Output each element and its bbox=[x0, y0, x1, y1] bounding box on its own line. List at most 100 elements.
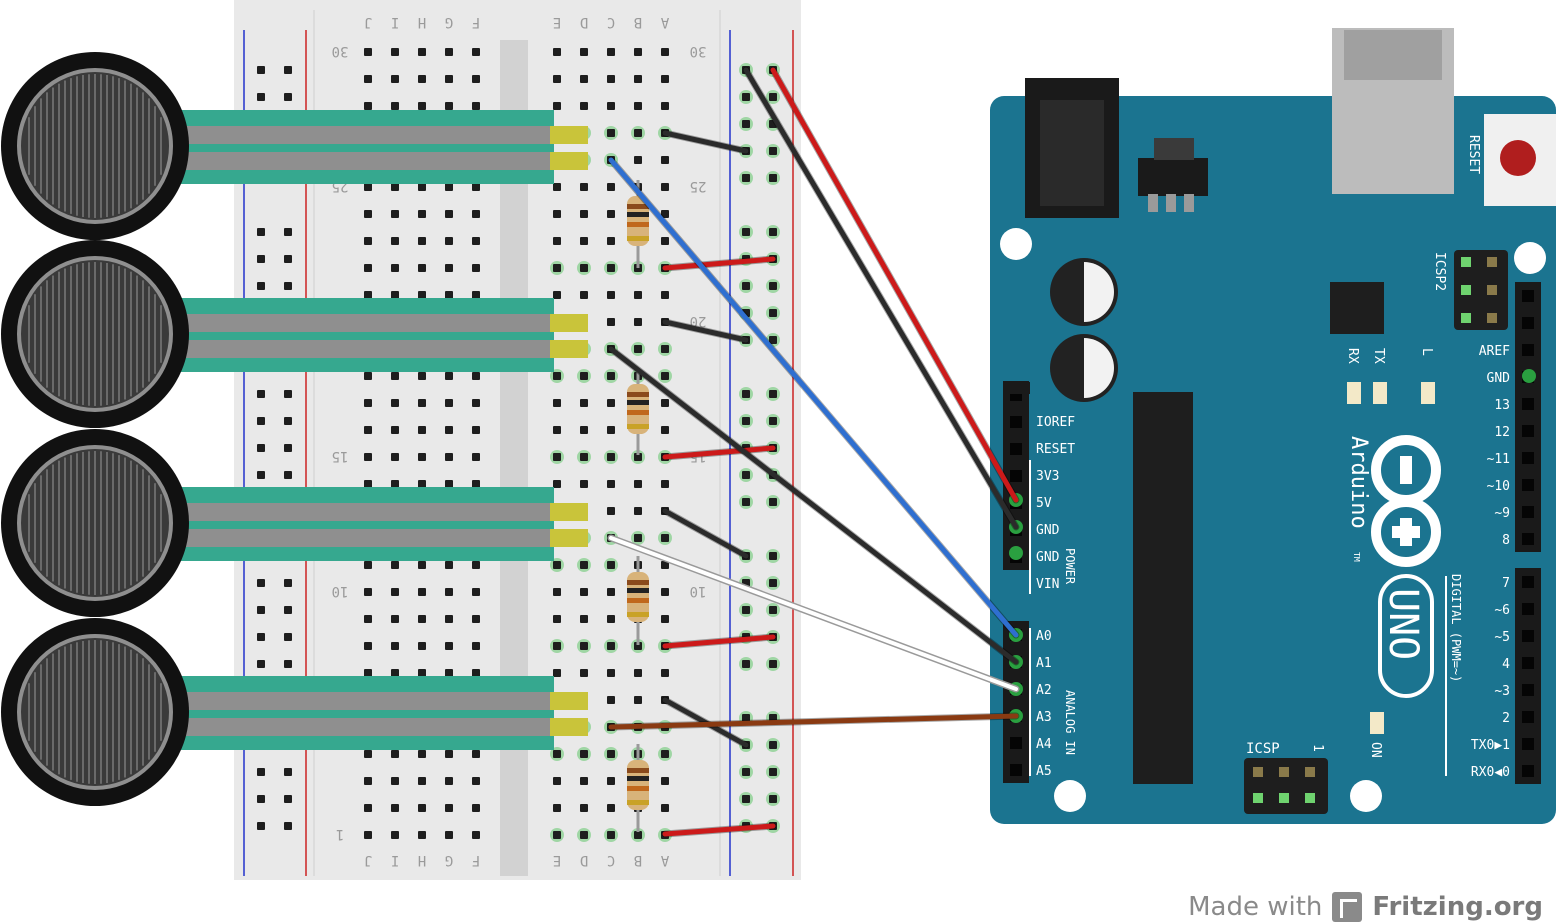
sensor-tail bbox=[170, 298, 554, 372]
sensor-trace bbox=[170, 692, 554, 710]
breadboard-hole bbox=[661, 345, 669, 353]
rail-hole bbox=[769, 552, 777, 560]
breadboard-hole bbox=[472, 615, 480, 623]
rail-hole bbox=[742, 606, 750, 614]
sensor-tail bbox=[170, 110, 554, 184]
rail-hole bbox=[742, 93, 750, 101]
breadboard-hole bbox=[364, 372, 372, 380]
breadboard-hole bbox=[445, 264, 453, 272]
breadboard-column-label: E bbox=[553, 852, 561, 868]
status-led bbox=[1347, 382, 1361, 404]
breadboard-hole bbox=[634, 831, 642, 839]
breadboard-hole bbox=[553, 642, 561, 650]
rail-hole bbox=[742, 795, 750, 803]
rail-hole bbox=[742, 228, 750, 236]
breadboard-hole bbox=[580, 372, 588, 380]
icsp-header bbox=[1244, 758, 1328, 814]
breadboard-column-label: J bbox=[364, 14, 372, 30]
connected-pin bbox=[1009, 546, 1023, 560]
mounting-hole bbox=[1000, 228, 1032, 260]
breadboard-hole bbox=[445, 399, 453, 407]
rail-hole bbox=[284, 606, 292, 614]
breadboard-hole bbox=[634, 480, 642, 488]
breadboard-hole bbox=[445, 453, 453, 461]
resistor-band bbox=[627, 612, 649, 617]
breadboard-hole bbox=[445, 426, 453, 434]
breadboard-hole bbox=[418, 669, 426, 677]
digital-pin-label: 2 bbox=[1502, 711, 1510, 726]
digital-pin-label: ~10 bbox=[1487, 479, 1510, 494]
breadboard-hole bbox=[661, 156, 669, 164]
breadboard-hole bbox=[553, 264, 561, 272]
rail-hole bbox=[257, 660, 265, 668]
breadboard-hole bbox=[580, 480, 588, 488]
wires bbox=[607, 66, 1020, 838]
breadboard-hole bbox=[391, 237, 399, 245]
microcontroller-chip bbox=[1133, 392, 1193, 784]
rail-hole bbox=[284, 579, 292, 587]
breadboard-column-label: A bbox=[660, 852, 669, 868]
breadboard-hole bbox=[364, 291, 372, 299]
sensor-trace bbox=[170, 503, 554, 521]
digital-pin-label: ~3 bbox=[1494, 684, 1510, 699]
breadboard-hole bbox=[661, 48, 669, 56]
force-sensor bbox=[1, 429, 588, 617]
power-led bbox=[1370, 712, 1384, 734]
rail-hole bbox=[257, 390, 265, 398]
breadboard-hole bbox=[634, 453, 642, 461]
breadboard-hole bbox=[445, 480, 453, 488]
digital-pin-label: 13 bbox=[1494, 398, 1510, 413]
breadboard-row-number: 30 bbox=[690, 43, 707, 59]
breadboard-hole bbox=[634, 75, 642, 83]
breadboard-hole bbox=[634, 696, 642, 704]
breadboard-hole bbox=[607, 399, 615, 407]
breadboard-hole bbox=[418, 102, 426, 110]
breadboard-hole bbox=[661, 804, 669, 812]
breadboard-hole bbox=[661, 750, 669, 758]
breadboard-hole bbox=[472, 480, 480, 488]
made-with-text: Made with bbox=[1188, 892, 1323, 922]
rail-hole bbox=[742, 498, 750, 506]
power-pin-label: 5V bbox=[1036, 496, 1052, 511]
rail-hole bbox=[257, 228, 265, 236]
rail-hole bbox=[257, 822, 265, 830]
rail-hole bbox=[769, 228, 777, 236]
breadboard-hole bbox=[607, 291, 615, 299]
breadboard-hole bbox=[418, 183, 426, 191]
rail-hole bbox=[769, 309, 777, 317]
breadboard-hole bbox=[472, 669, 480, 677]
logo-ring bbox=[1371, 497, 1441, 567]
sensor-pin bbox=[550, 529, 588, 547]
mounting-hole bbox=[1514, 242, 1546, 274]
breadboard-hole bbox=[607, 426, 615, 434]
breadboard-hole bbox=[418, 237, 426, 245]
voltage-regulator bbox=[1138, 158, 1208, 196]
sensor-tail bbox=[170, 487, 554, 561]
breadboard-hole bbox=[445, 102, 453, 110]
breadboard-hole bbox=[445, 75, 453, 83]
power-pin-label: GND bbox=[1036, 550, 1060, 565]
on-label: ON bbox=[1368, 742, 1383, 758]
analog-pin-label: A0 bbox=[1036, 629, 1052, 644]
digital-pin-label: TX0▶1 bbox=[1471, 738, 1510, 753]
breadboard-hole bbox=[472, 210, 480, 218]
breadboard-hole bbox=[607, 804, 615, 812]
breadboard-hole bbox=[472, 183, 480, 191]
rail-hole bbox=[742, 282, 750, 290]
breadboard-hole bbox=[580, 426, 588, 434]
breadboard-hole bbox=[553, 669, 561, 677]
header-socket bbox=[1522, 630, 1534, 642]
breadboard-hole bbox=[472, 804, 480, 812]
breadboard-hole bbox=[418, 453, 426, 461]
breadboard-hole bbox=[445, 372, 453, 380]
sensor-trace bbox=[170, 529, 554, 547]
reset-button bbox=[1500, 140, 1536, 176]
breadboard-hole bbox=[607, 777, 615, 785]
breadboard-hole bbox=[580, 615, 588, 623]
breadboard-hole bbox=[364, 48, 372, 56]
breadboard-hole bbox=[418, 804, 426, 812]
breadboard-column-label: I bbox=[391, 14, 399, 30]
header-pin bbox=[1487, 285, 1497, 295]
